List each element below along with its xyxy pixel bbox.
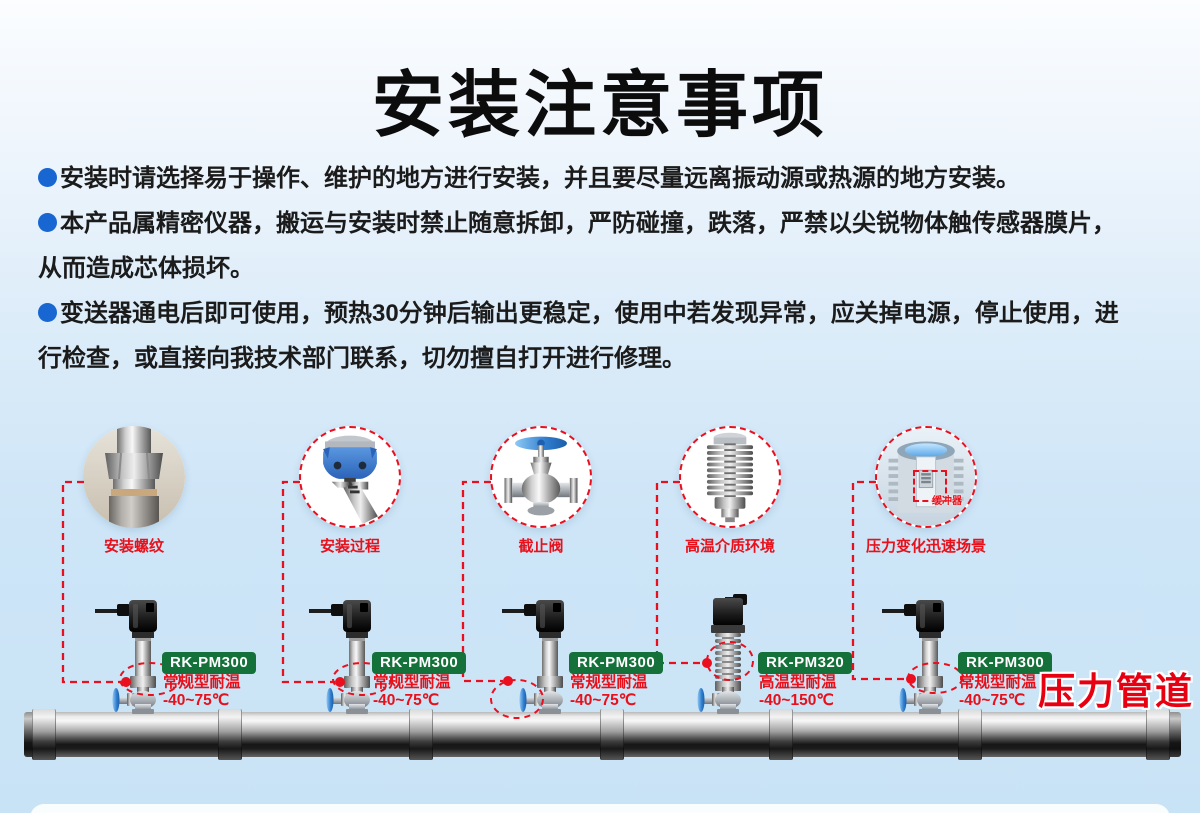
- thread-photo-icon: [83, 426, 185, 528]
- highlight-ellipse-5: [907, 662, 963, 694]
- page-title: 安装注意事项: [371, 66, 828, 146]
- pipe-coupling: [1146, 709, 1170, 760]
- buffer-cutaway-image: 缓冲器: [875, 426, 977, 528]
- model-badge: RK-PM300: [958, 652, 1053, 674]
- temp-type: 高温型耐温: [759, 674, 837, 691]
- connector-dot-2: [335, 677, 345, 687]
- buffer-highlight-box: [913, 470, 947, 502]
- thread-photo: [83, 426, 185, 528]
- note-item: 本产品属精密仪器，搬运与安装时禁止随意拆卸，严防碰撞，跌落，严禁以尖锐物体触传感…: [38, 201, 1128, 291]
- globe-valve-icon: [504, 436, 578, 516]
- temp-spec: 常规型耐温 -40~75℃: [163, 674, 241, 710]
- temp-type: 常规型耐温: [373, 674, 451, 691]
- callout-label: 安装过程: [319, 538, 381, 555]
- stop-valve-image: [490, 426, 592, 528]
- callout-stop-valve: 截止阀: [490, 426, 592, 555]
- heat-sink-image: [679, 426, 781, 528]
- bullet-dot-icon: [38, 303, 57, 322]
- callout-mounting-thread: 安装螺纹: [83, 426, 185, 555]
- pressure-pipe-label: 压力管道: [1038, 671, 1194, 712]
- wrench-sensor-icon: [323, 435, 378, 525]
- bullet-dot-icon: [38, 213, 57, 232]
- model-badge: RK-PM300: [372, 652, 467, 674]
- connector-dot-5: [906, 674, 916, 684]
- temp-range: -40~75℃: [373, 692, 440, 709]
- temp-spec: 常规型耐温 -40~75℃: [373, 674, 451, 710]
- pipe-coupling: [409, 709, 433, 760]
- transmitter-4: [698, 594, 748, 714]
- note-text: 安装时请选择易于操作、维护的地方进行安装，并且要尽量远离振动源或热源的地方安装。: [60, 165, 1020, 192]
- pipe-coupling: [218, 709, 242, 760]
- temp-type: 常规型耐温: [163, 674, 241, 691]
- buffer-label: 缓冲器: [932, 496, 962, 507]
- pipe-coupling: [32, 709, 56, 760]
- temp-type: 常规型耐温: [570, 674, 648, 691]
- transmitter-1: [95, 600, 157, 714]
- temp-spec: 常规型耐温 -40~75℃: [570, 674, 648, 710]
- temp-range: -40~75℃: [959, 692, 1026, 709]
- pipe-coupling: [769, 709, 793, 760]
- radiator-icon: [706, 432, 754, 523]
- connector-dot-1: [121, 677, 131, 687]
- transmitter-2: [309, 600, 371, 714]
- pipe-coupling: [600, 709, 624, 760]
- model-badge: RK-PM320: [758, 652, 853, 674]
- model-badge: RK-PM300: [569, 652, 664, 674]
- note-item: 变送器通电后即可使用，预热30分钟后输出更稳定，使用中若发现异常，应关掉电源，停…: [38, 291, 1128, 381]
- temp-spec: 常规型耐温 -40~75℃: [959, 674, 1037, 710]
- callout-label: 截止阀: [518, 538, 564, 555]
- installation-process-image: [299, 426, 401, 528]
- callout-label: 高温介质环境: [684, 538, 776, 555]
- callout-installation-process: 安装过程: [299, 426, 401, 555]
- temp-range: -40~150℃: [759, 692, 834, 709]
- connector-dot-3: [503, 676, 513, 686]
- temp-range: -40~75℃: [163, 692, 230, 709]
- note-text: 变送器通电后即可使用，预热30分钟后输出更稳定，使用中若发现异常，应关掉电源，停…: [38, 300, 1119, 372]
- callout-high-temp-medium: 高温介质环境: [679, 426, 781, 555]
- callout-rapid-pressure-change: 缓冲器 压力变化迅速场景: [866, 426, 986, 555]
- temp-spec: 高温型耐温 -40~150℃: [759, 674, 837, 710]
- bottom-panel-edge: [30, 804, 1170, 813]
- connector-dot-4: [702, 658, 712, 668]
- highlight-ellipse-4: [706, 641, 754, 681]
- temp-range: -40~75℃: [570, 692, 637, 709]
- transmitter-5: [882, 600, 944, 714]
- installation-notes: 安装时请选择易于操作、维护的地方进行安装，并且要尽量远离振动源或热源的地方安装。…: [38, 156, 1128, 381]
- transmitter-3: [502, 600, 564, 714]
- pipe-coupling: [958, 709, 982, 760]
- bullet-dot-icon: [38, 168, 57, 187]
- callout-label: 压力变化迅速场景: [865, 538, 987, 555]
- note-item: 安装时请选择易于操作、维护的地方进行安装，并且要尽量远离振动源或热源的地方安装。: [38, 156, 1128, 201]
- temp-type: 常规型耐温: [959, 674, 1037, 691]
- note-text: 本产品属精密仪器，搬运与安装时禁止随意拆卸，严防碰撞，跌落，严禁以尖锐物体触传感…: [38, 210, 1116, 282]
- callout-label: 安装螺纹: [103, 538, 165, 555]
- model-badge: RK-PM300: [162, 652, 257, 674]
